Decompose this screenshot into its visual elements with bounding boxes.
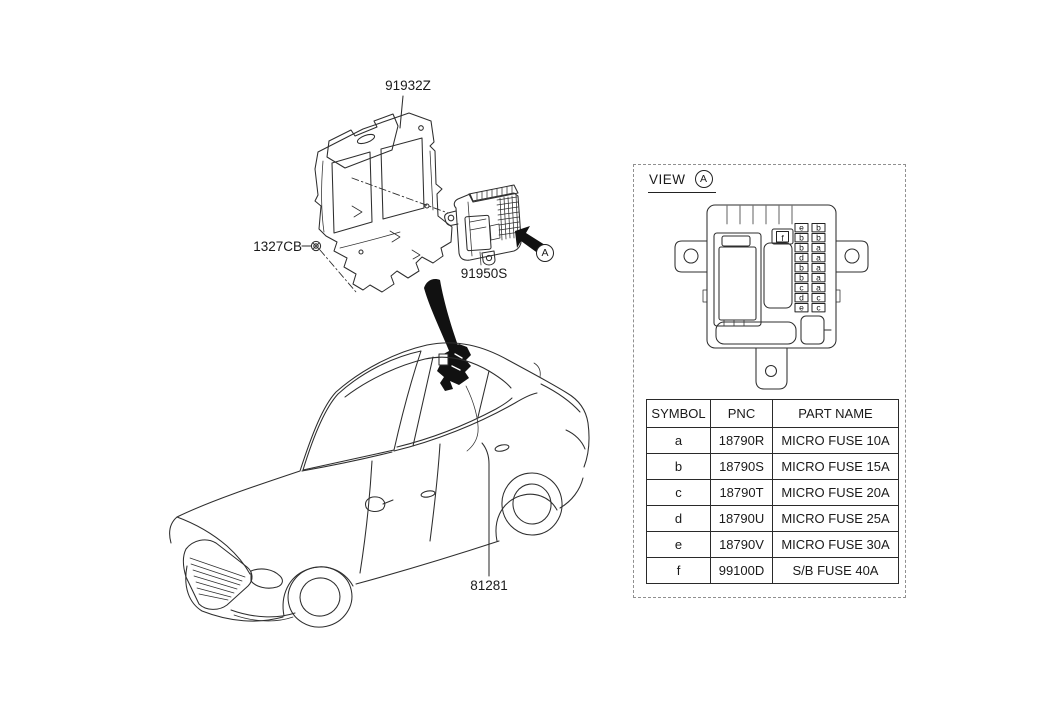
part-label-bolt: 1327CB <box>253 239 302 254</box>
bolt-art <box>301 240 322 252</box>
table-cell: 18790V <box>710 531 773 558</box>
leader-bolt <box>319 249 357 293</box>
fuse-cell <box>811 253 826 263</box>
table-cell: MICRO FUSE 25A <box>772 505 899 532</box>
fuse-cell <box>811 263 826 273</box>
fuse-letter: a <box>816 263 821 273</box>
fuse-cell <box>794 273 809 283</box>
fuse-cell <box>794 253 809 263</box>
car-art <box>169 342 590 628</box>
fuse-cell <box>794 233 809 243</box>
table-cell: 18790R <box>710 427 773 454</box>
junction-box-art <box>444 184 522 266</box>
table-cell: d <box>646 505 711 532</box>
fuse-cell <box>811 273 826 283</box>
fuse-cell <box>794 243 809 253</box>
fuse-letter: b <box>799 273 804 283</box>
table-cell: 18790T <box>710 479 773 506</box>
fuse-cell <box>811 233 826 243</box>
fuse-letter: a <box>816 253 821 263</box>
fuse-cell <box>811 303 826 313</box>
fuse-letter: a <box>816 273 821 283</box>
fuse-letter: b <box>799 233 804 243</box>
fuse-letter: c <box>816 303 821 313</box>
fuse-cell <box>794 263 809 273</box>
view-title-text: VIEW <box>649 171 686 187</box>
fuse-cell <box>794 303 809 313</box>
fuse-cell <box>776 231 789 243</box>
table-cell: MICRO FUSE 10A <box>772 427 899 454</box>
leader-bracket-to-box <box>351 177 449 214</box>
fuse-letter: f <box>781 233 784 243</box>
roof-harness-art <box>437 344 471 391</box>
detail-ref-badge: A <box>536 244 554 262</box>
fuse-letter: a <box>816 283 821 293</box>
fuse-letter: e <box>799 223 804 233</box>
fuse-letter: c <box>799 283 804 293</box>
part-label-bracket: 91932Z <box>385 78 431 93</box>
fuse-letter: a <box>816 243 821 253</box>
fuse-letter: d <box>799 253 804 263</box>
fuse-letter: b <box>816 233 821 243</box>
table-cell: b <box>646 453 711 480</box>
table-cell: c <box>646 479 711 506</box>
fuse-cell <box>794 293 809 303</box>
table-cell: S/B FUSE 40A <box>772 557 899 584</box>
table-cell: MICRO FUSE 20A <box>772 479 899 506</box>
part-label-door-wiring: 81281 <box>470 578 508 593</box>
table-header-cell: SYMBOL <box>646 399 711 428</box>
table-cell: 18790S <box>710 453 773 480</box>
part-label-junction-box: 91950S <box>460 266 508 281</box>
fuse-cell <box>794 283 809 293</box>
table-cell: MICRO FUSE 15A <box>772 453 899 480</box>
fuse-letter: b <box>816 223 821 233</box>
fuse-cell <box>811 283 826 293</box>
view-a-title: VIEW A <box>648 168 716 193</box>
bracket-art <box>314 95 453 293</box>
fuse-cell <box>811 243 826 253</box>
view-a-panel <box>633 164 906 598</box>
fuse-letter: e <box>799 303 804 313</box>
fuse-cell <box>811 293 826 303</box>
table-cell: 18790U <box>710 505 773 532</box>
table-cell: 99100D <box>710 557 773 584</box>
table-header-cell: PNC <box>710 399 773 428</box>
fuse-cell <box>811 223 826 233</box>
table-cell: e <box>646 531 711 558</box>
table-cell: f <box>646 557 711 584</box>
table-cell: MICRO FUSE 30A <box>772 531 899 558</box>
fuse-letter: c <box>816 293 821 303</box>
fuse-cell <box>794 223 809 233</box>
fuse-letter: b <box>799 263 804 273</box>
view-ref-badge: A <box>694 170 713 188</box>
fuse-letter: b <box>799 243 804 253</box>
location-arrow-icon <box>424 278 459 353</box>
table-cell: a <box>646 427 711 454</box>
table-header-cell: PART NAME <box>772 399 899 428</box>
fuse-letter: d <box>799 293 804 303</box>
